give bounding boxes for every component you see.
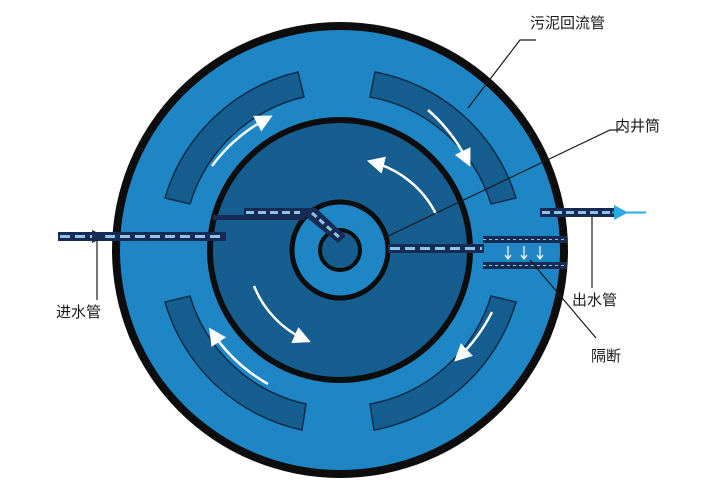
leader-partition [529,259,597,339]
outlet-pipe [540,205,646,220]
flow-arrow-outer-br [454,311,494,362]
sludge-slots [164,71,517,431]
flow-arrow-inner-top [366,156,438,215]
slot-top-right [369,71,517,205]
leader-sludge-return [467,39,536,109]
flow-arrow-outer-tr [427,109,471,167]
flow-arrow-inner-bottom [252,285,311,343]
label-sludge-return-pipe: 污泥回流管 [530,14,605,32]
feed-pipe [244,208,346,243]
leader-inner-well [383,129,624,239]
outlet-arrow-icon [614,205,628,220]
label-partition: 隔断 [591,347,621,365]
inner-well-core [318,228,362,272]
partition-strip [483,236,567,269]
flow-arrows [209,109,494,386]
inlet-arrow-icon [92,230,106,243]
flow-arrow-outer-tl [210,115,273,167]
slot-top-left [164,71,305,205]
label-outlet-pipe: 出水管 [572,291,617,309]
label-inner-well-tube: 内井筒 [615,117,660,135]
partition-down-arrows [504,246,544,260]
leader-lines [96,39,624,339]
inlet-pipe [58,230,226,243]
slot-bottom-right [369,295,517,431]
flow-arrow-outer-bl [209,327,269,386]
well-outflow-pipe [388,244,484,253]
partition-pipe-top [213,215,303,220]
label-inlet-pipe: 进水管 [56,303,101,321]
